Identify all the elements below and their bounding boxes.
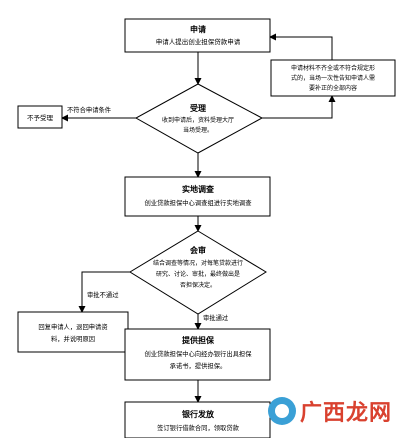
edge-supplement-apply <box>269 33 333 60</box>
guarantee-title: 提供担保 <box>182 335 215 345</box>
edge-accept-supplement <box>262 95 336 119</box>
survey-title: 实地调查 <box>182 184 215 194</box>
watermark-text: 广西龙网 <box>300 401 393 426</box>
loan-line-1: 签订银行借款合同，领取贷款 <box>157 423 240 432</box>
node-supplement <box>270 59 396 97</box>
review-line-2: 研究、讨论、审批，最终做出是 <box>156 270 240 278</box>
reply-line-2: 料，并说明原因 <box>51 334 95 343</box>
watermark-logo-icon <box>268 397 296 425</box>
node-reject <box>17 105 63 129</box>
supplement-line-3: 要补正的全部内容 <box>309 84 357 92</box>
guarantee-line-1: 创业贷款担保中心向经办银行出具担保 <box>144 349 252 358</box>
node-guarantee <box>124 328 271 381</box>
node-review <box>129 230 267 315</box>
node-loan <box>124 401 271 438</box>
node-apply <box>124 18 271 53</box>
reject-line-1: 不予受理 <box>27 113 54 122</box>
node-survey <box>124 176 271 217</box>
node-reply <box>17 311 129 353</box>
watermark: 广西龙网 <box>268 394 398 428</box>
accept-title: 受理 <box>190 103 206 113</box>
apply-title: 申请 <box>190 24 206 34</box>
accept-line-1: 收到申请后，资料受理大厅 <box>162 116 234 124</box>
edge-label-not-passed: 审批不通过 <box>87 290 119 299</box>
edge-review-reply <box>78 271 140 313</box>
accept-line-2: 当场受理。 <box>183 126 213 134</box>
supplement-line-2: 式的，当场一次性告知申请人需 <box>291 74 375 82</box>
apply-line-1: 申请人提出创业担保贷款申请 <box>156 37 241 46</box>
edge-label-not-qualified: 不符合申请条件 <box>67 105 111 114</box>
edge-label-passed: 审批通过 <box>203 313 229 322</box>
reply-line-1: 回复申请人，退回申请资 <box>38 322 107 331</box>
guarantee-line-2: 承诺书，提供担保。 <box>170 361 227 370</box>
review-title: 会审 <box>190 245 206 255</box>
node-accept <box>134 83 264 154</box>
survey-line-1: 创业贷款担保中心调查组进行实地调查 <box>144 198 252 207</box>
review-line-3: 否担保决定。 <box>180 281 216 289</box>
supplement-line-1: 申请材料不齐全或不符合规定形 <box>291 64 375 72</box>
loan-title: 银行发放 <box>181 409 215 419</box>
review-line-1: 结合调查等情况，对每笔贷款进行 <box>153 259 243 267</box>
